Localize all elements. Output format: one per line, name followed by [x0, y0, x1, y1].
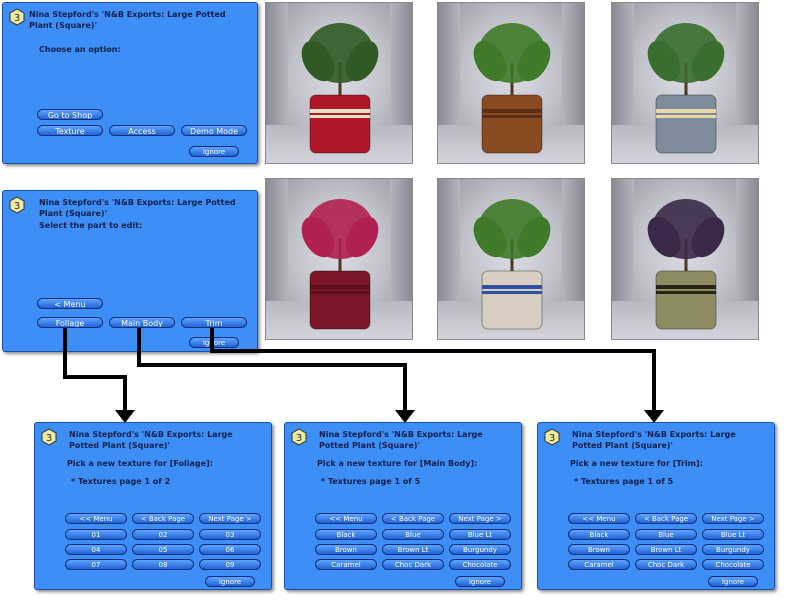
go-to-shop-button[interactable]: Go to Shop: [37, 109, 103, 120]
texture-option-button[interactable]: 04: [65, 544, 127, 555]
ignore-button[interactable]: Ignore: [455, 576, 505, 587]
page-note: * Textures page 1 of 2: [71, 477, 171, 486]
texture-option-button[interactable]: Blue Lt: [449, 529, 511, 540]
trim-texture-dialog: 3 Nina Stepford's 'N&B Exports: Large Pot…: [537, 422, 775, 590]
dialog-title: Nina Stepford's 'N&B Exports: Large Pott…: [319, 430, 483, 450]
plant-icon: [301, 23, 379, 154]
plant-icon: [647, 23, 725, 154]
texture-option-button[interactable]: Brown: [315, 544, 377, 555]
texture-option-button[interactable]: Chocolate: [702, 559, 764, 570]
plant-photo: [265, 178, 413, 340]
access-button[interactable]: Access: [109, 125, 175, 136]
trim-button[interactable]: Trim: [181, 317, 247, 328]
texture-option-button[interactable]: Blue: [382, 529, 444, 540]
plant-icon: [473, 199, 551, 330]
plant-icon: [473, 23, 551, 154]
back-page-button[interactable]: < Back Page: [132, 513, 194, 524]
svg-text:3: 3: [14, 13, 20, 24]
dialog-title: Nina Stepford's 'N&B Exports: Large Pott…: [29, 10, 226, 30]
plant-photo: [265, 2, 413, 164]
texture-option-button[interactable]: Caramel: [568, 559, 630, 570]
dialog-prompt: Choose an option:: [39, 45, 121, 54]
menu-button[interactable]: < Menu: [37, 298, 103, 309]
texture-option-button[interactable]: Brown Lt: [382, 544, 444, 555]
plant-photo: [437, 2, 585, 164]
arrow-down-icon: [115, 410, 135, 423]
texture-option-button[interactable]: Blue: [635, 529, 697, 540]
menu-button[interactable]: << Menu: [315, 513, 377, 524]
sl-logo-icon: 3: [544, 428, 560, 446]
foliage-texture-dialog: 3 Nina Stepford's 'N&B Exports: Large Pot…: [34, 422, 272, 590]
svg-text:3: 3: [549, 433, 555, 444]
main-body-texture-dialog: 3 Nina Stepford's 'N&B Exports: Large Pot…: [284, 422, 522, 590]
texture-option-button[interactable]: Black: [568, 529, 630, 540]
dialog-title: Nina Stepford's 'N&B Exports: Large Pott…: [39, 198, 236, 218]
texture-option-button[interactable]: 08: [132, 559, 194, 570]
plant-icon: [301, 199, 379, 330]
svg-text:3: 3: [296, 433, 302, 444]
sl-logo-icon: 3: [9, 196, 25, 214]
page-note: * Textures page 1 of 5: [321, 477, 421, 486]
dialog-title: Nina Stepford's 'N&B Exports: Large Pott…: [572, 430, 736, 450]
foliage-button[interactable]: Foliage: [37, 317, 103, 328]
texture-option-button[interactable]: 05: [132, 544, 194, 555]
texture-option-button[interactable]: Choc Dark: [382, 559, 444, 570]
next-page-button[interactable]: Next Page >: [199, 513, 261, 524]
main-body-button[interactable]: Main Body: [109, 317, 175, 328]
dialog-prompt: Pick a new texture for [Main Body]:: [317, 459, 478, 468]
edit-part-dialog: 3 Nina Stepford's 'N&B Exports: Large Po…: [2, 190, 258, 352]
arrow-down-icon: [395, 410, 415, 423]
plant-photo: [437, 178, 585, 340]
texture-option-button[interactable]: Black: [315, 529, 377, 540]
menu-button[interactable]: << Menu: [568, 513, 630, 524]
plant-icon: [647, 199, 725, 330]
back-page-button[interactable]: < Back Page: [635, 513, 697, 524]
next-page-button[interactable]: Next Page >: [702, 513, 764, 524]
sl-logo-icon: 3: [41, 428, 57, 446]
texture-option-button[interactable]: 01: [65, 529, 127, 540]
page-note: * Textures page 1 of 5: [574, 477, 674, 486]
sl-logo-icon: 3: [291, 428, 307, 446]
ignore-button[interactable]: Ignore: [708, 576, 758, 587]
texture-option-button[interactable]: 07: [65, 559, 127, 570]
texture-option-button[interactable]: Brown: [568, 544, 630, 555]
plant-photo: [611, 178, 759, 340]
ignore-button[interactable]: Ignore: [189, 337, 239, 348]
texture-option-button[interactable]: Blue Lt: [702, 529, 764, 540]
back-page-button[interactable]: < Back Page: [382, 513, 444, 524]
texture-option-button[interactable]: 03: [199, 529, 261, 540]
next-page-button[interactable]: Next Page >: [449, 513, 511, 524]
ignore-button[interactable]: Ignore: [205, 576, 255, 587]
sl-logo-icon: 3: [9, 8, 25, 26]
arrow-down-icon: [644, 410, 664, 423]
plant-photo: [611, 2, 759, 164]
texture-button[interactable]: Texture: [37, 125, 103, 136]
demo-mode-button[interactable]: Demo Mode: [181, 125, 247, 136]
dialog-prompt: Select the part to edit:: [39, 221, 143, 230]
dialog-prompt: Pick a new texture for [Trim]:: [570, 459, 703, 468]
texture-option-button[interactable]: Burgundy: [702, 544, 764, 555]
texture-option-button[interactable]: 09: [199, 559, 261, 570]
texture-option-button[interactable]: Burgundy: [449, 544, 511, 555]
svg-text:3: 3: [46, 433, 52, 444]
main-menu-dialog: 3 Nina Stepford's 'N&B Exports: Large Po…: [2, 2, 258, 164]
texture-option-button[interactable]: Choc Dark: [635, 559, 697, 570]
texture-option-button[interactable]: 02: [132, 529, 194, 540]
texture-option-button[interactable]: 06: [199, 544, 261, 555]
menu-button[interactable]: << Menu: [65, 513, 127, 524]
dialog-title: Nina Stepford's 'N&B Exports: Large Pott…: [69, 430, 233, 450]
svg-text:3: 3: [14, 201, 20, 212]
texture-option-button[interactable]: Brown Lt: [635, 544, 697, 555]
texture-option-button[interactable]: Caramel: [315, 559, 377, 570]
texture-option-button[interactable]: Chocolate: [449, 559, 511, 570]
dialog-prompt: Pick a new texture for [Foliage]:: [67, 459, 213, 468]
ignore-button[interactable]: Ignore: [189, 146, 239, 157]
